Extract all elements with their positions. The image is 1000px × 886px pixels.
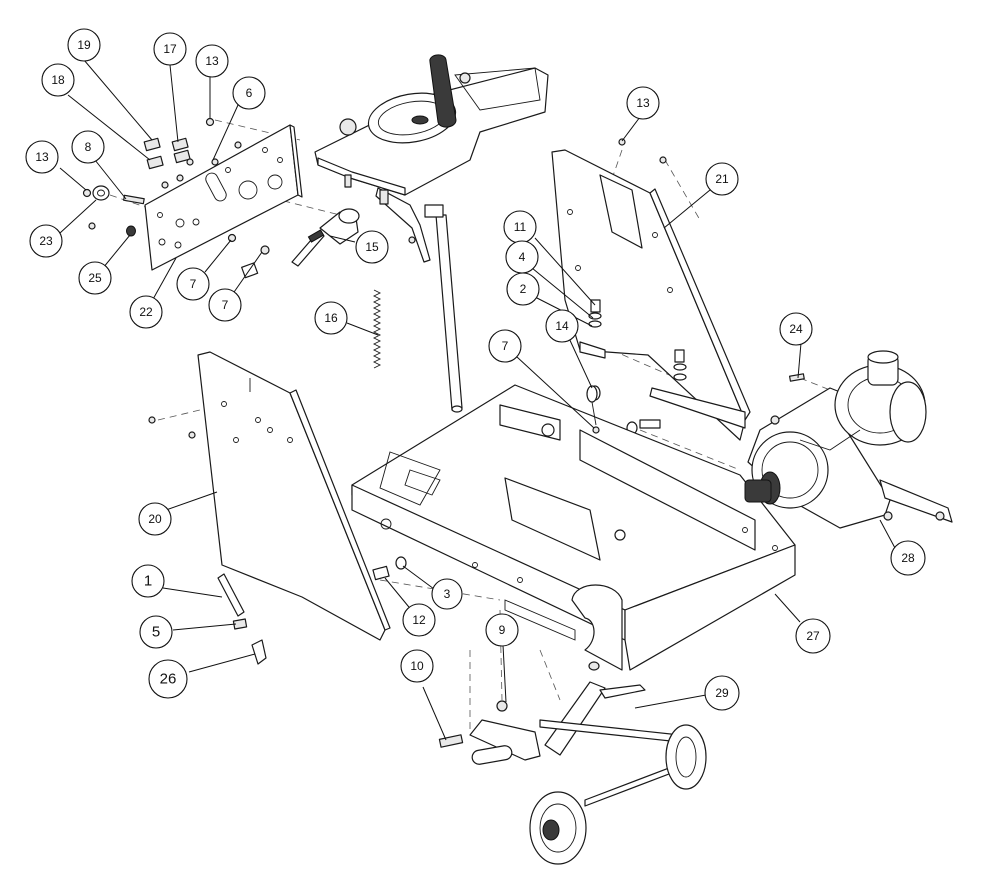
svg-text:29: 29 (715, 686, 729, 700)
leader-lines (59, 59, 896, 741)
svg-text:27: 27 (806, 629, 820, 643)
callout-15: 15 (355, 230, 389, 264)
svg-text:28: 28 (901, 551, 915, 565)
callout-6: 6 (232, 76, 266, 110)
main-frame (351, 384, 796, 671)
callout-13: 13 (195, 44, 229, 78)
svg-text:20: 20 (148, 512, 162, 526)
svg-text:3: 3 (444, 587, 451, 601)
svg-text:24: 24 (789, 322, 803, 336)
callout-29: 29 (704, 675, 740, 711)
callout-10: 10 (400, 649, 434, 683)
callout-25: 25 (78, 261, 112, 295)
callout-19: 19 (67, 28, 101, 62)
callout-27: 27 (795, 618, 831, 654)
svg-text:18: 18 (51, 73, 65, 87)
svg-text:11: 11 (514, 220, 527, 234)
panel-hardware (82, 117, 270, 279)
callout-3: 3 (431, 578, 463, 610)
svg-text:21: 21 (715, 172, 729, 186)
svg-text:7: 7 (502, 339, 509, 353)
callout-16: 16 (314, 301, 348, 335)
svg-text:25: 25 (88, 271, 102, 285)
callout-23: 23 (29, 224, 63, 258)
svg-text:16: 16 (324, 311, 338, 325)
svg-text:13: 13 (636, 96, 650, 110)
callout-7: 7 (176, 267, 210, 301)
callout-1: 1 (131, 564, 165, 598)
svg-text:14: 14 (555, 319, 569, 333)
svg-text:5: 5 (152, 624, 160, 641)
svg-text:8: 8 (85, 140, 92, 154)
svg-text:2: 2 (520, 282, 527, 296)
callout-13: 13 (25, 140, 59, 174)
callout-22: 22 (129, 295, 163, 329)
svg-text:22: 22 (139, 305, 153, 319)
callout-28: 28 (890, 540, 926, 576)
svg-text:26: 26 (160, 671, 177, 688)
svg-text:23: 23 (39, 234, 53, 248)
svg-text:6: 6 (246, 86, 253, 100)
svg-text:10: 10 (410, 659, 424, 673)
callout-9: 9 (485, 613, 519, 647)
callout-5: 5 (139, 615, 173, 649)
svg-text:12: 12 (412, 613, 426, 627)
callout-26: 26 (148, 659, 188, 699)
callout-13: 13 (626, 86, 660, 120)
left-side-panel (148, 351, 391, 641)
callout-12: 12 (402, 603, 436, 637)
callout-14: 14 (545, 309, 579, 343)
valve-lever (291, 208, 360, 267)
callout-7: 7 (208, 288, 242, 322)
callout-2: 2 (506, 272, 540, 306)
svg-text:15: 15 (365, 240, 379, 254)
callout-18: 18 (41, 63, 75, 97)
callout-8: 8 (71, 130, 105, 164)
motor-gearbox (744, 350, 953, 529)
callouts: 19 18 17 13 6 13 8 23 25 22 7 7 15 16 13… (25, 28, 926, 711)
svg-text:17: 17 (163, 42, 177, 56)
callout-24: 24 (779, 312, 813, 346)
svg-text:13: 13 (205, 54, 219, 68)
wheel-axle-assembly (438, 681, 707, 865)
callout-20: 20 (138, 502, 172, 536)
svg-text:7: 7 (190, 277, 197, 291)
loose-parts-1-5-26 (217, 573, 267, 665)
callout-17: 17 (153, 32, 187, 66)
spring (372, 289, 382, 369)
svg-text:19: 19 (77, 38, 91, 52)
callout-11: 11 (503, 210, 537, 244)
eye-bolt (586, 385, 600, 434)
svg-text:4: 4 (519, 250, 526, 264)
handle-assembly (314, 54, 549, 413)
callout-21: 21 (705, 162, 739, 196)
svg-text:1: 1 (144, 573, 152, 590)
svg-text:7: 7 (222, 298, 229, 312)
svg-text:13: 13 (35, 150, 49, 164)
callout-7: 7 (488, 329, 522, 363)
frame-bolt-3-12 (372, 556, 407, 581)
control-panel-plate (144, 124, 303, 271)
svg-text:9: 9 (499, 623, 506, 637)
callout-4: 4 (505, 240, 539, 274)
